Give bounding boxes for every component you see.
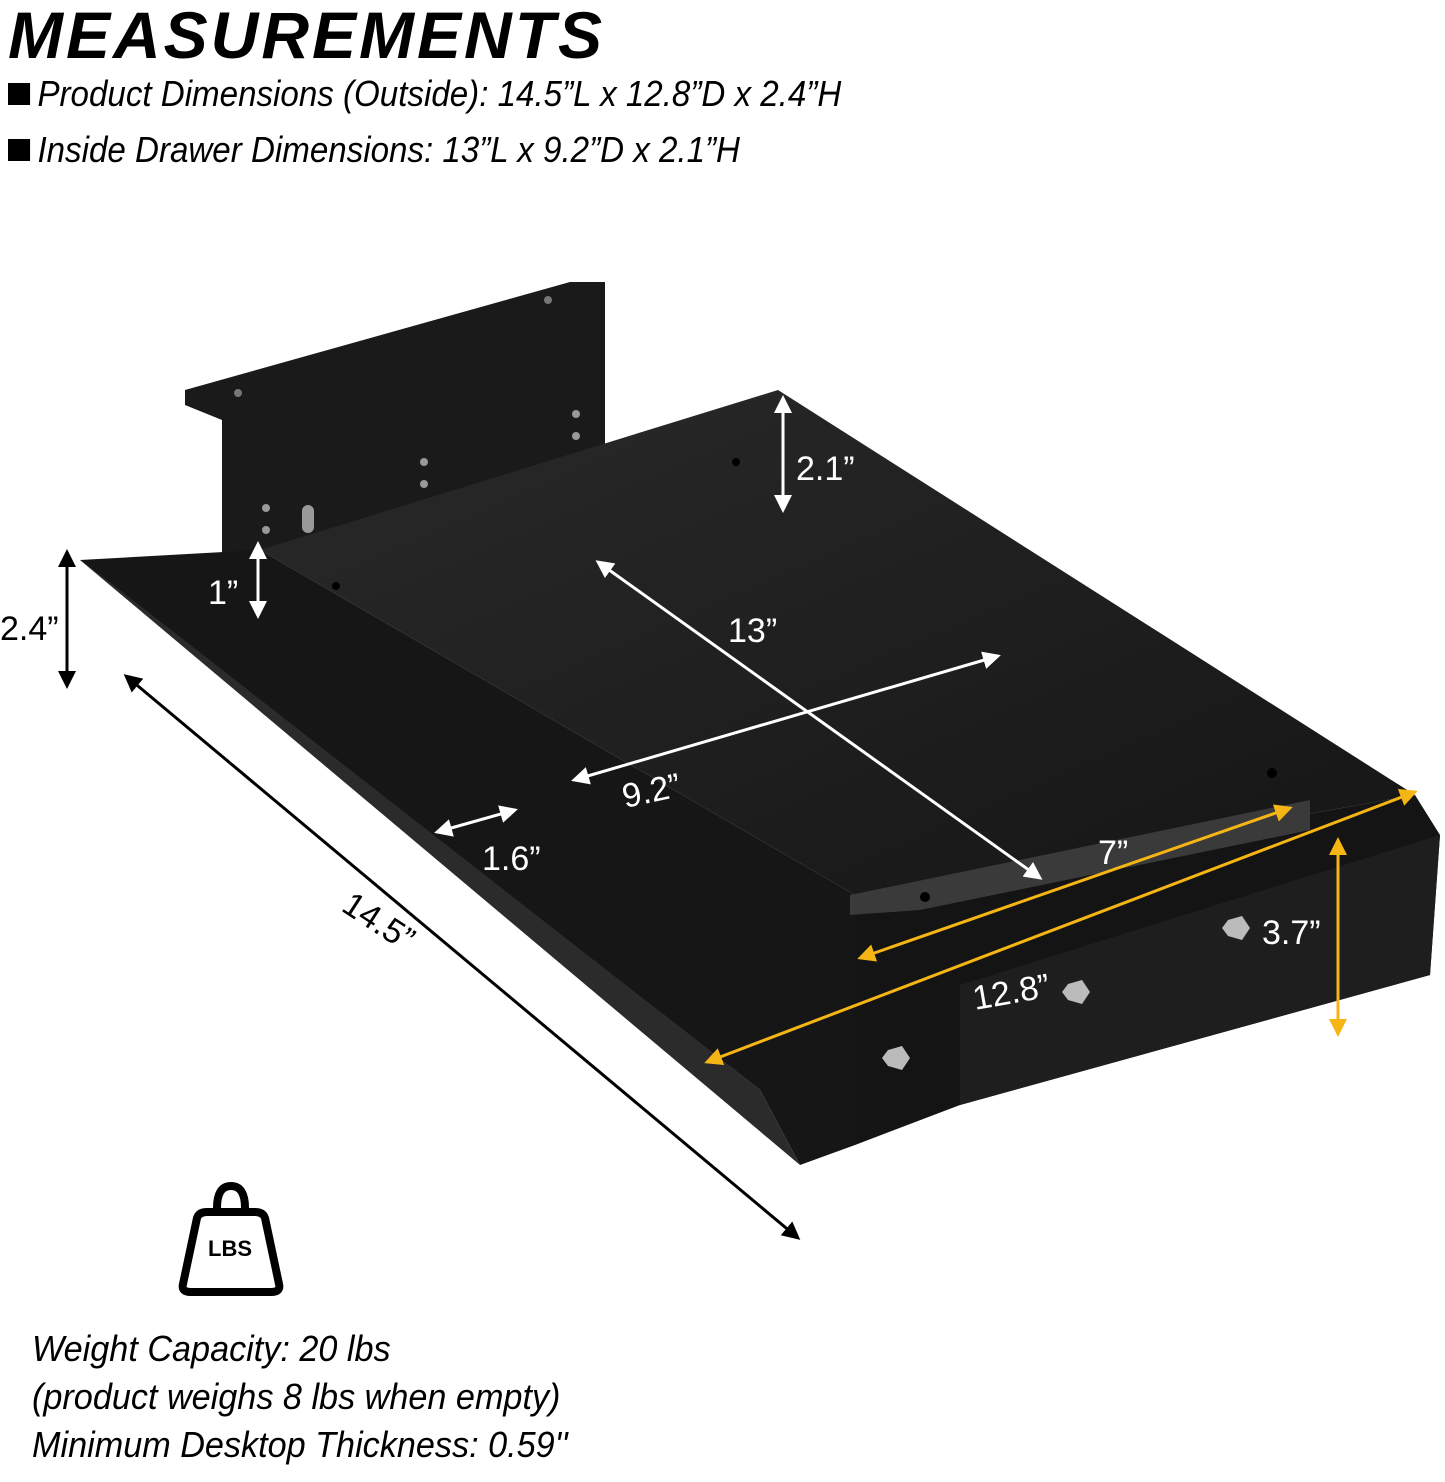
- label-inner-length: 13”: [728, 612, 777, 650]
- yellow-dimension-arrows: [704, 788, 1418, 1066]
- label-bracket-height: 3.7”: [1262, 914, 1321, 952]
- weight-icon-label: LBS: [208, 1236, 252, 1261]
- spec-text: Product Dimensions (Outside): 14.5”L x 1…: [37, 73, 842, 114]
- min-desktop-thickness: Minimum Desktop Thickness: 0.59'': [32, 1424, 568, 1465]
- label-outer-length: 14.5”: [336, 885, 422, 959]
- weight-capacity: Weight Capacity: 20 lbs: [32, 1328, 391, 1369]
- square-bullet-icon: [8, 83, 31, 105]
- spec-inside-dimensions: Inside Drawer Dimensions: 13”L x 9.2”D x…: [8, 128, 740, 172]
- label-outer-height: 2.4”: [0, 610, 59, 648]
- spec-outside-dimensions: Product Dimensions (Outside): 14.5”L x 1…: [8, 72, 841, 116]
- weight-icon: [178, 1181, 284, 1296]
- page-title: MEASUREMENTS: [8, 0, 606, 72]
- label-lip-height: 1”: [208, 574, 238, 612]
- label-lip-depth: 1.6”: [482, 840, 541, 878]
- label-inner-height: 2.1”: [796, 450, 855, 488]
- product-weight: (product weighs 8 lbs when empty): [32, 1376, 561, 1417]
- spec-text: Inside Drawer Dimensions: 13”L x 9.2”D x…: [37, 129, 740, 170]
- black-dimension-arrows: [58, 549, 801, 1240]
- weight-info: Weight Capacity: 20 lbs (product weighs …: [32, 1325, 568, 1469]
- label-front-width: 7”: [1098, 834, 1128, 872]
- square-bullet-icon: [8, 139, 31, 161]
